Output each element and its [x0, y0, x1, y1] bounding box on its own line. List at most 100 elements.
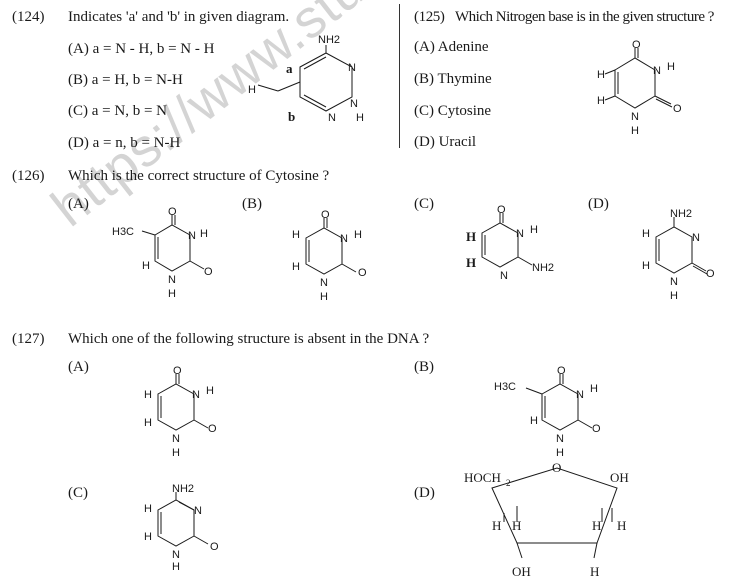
- q127-option-d: (D): [414, 485, 435, 501]
- q127a-n3: N: [192, 389, 200, 401]
- q126d-h5: H: [642, 228, 650, 240]
- q127b-h3: H: [590, 383, 598, 395]
- question-127-number: (127): [12, 331, 45, 347]
- q127d-ring-o: O: [552, 460, 561, 475]
- q127-option-b: (B): [414, 359, 434, 375]
- q127a-h3: H: [206, 385, 214, 397]
- q127c-h5: H: [144, 503, 152, 515]
- q126-option-c: (C): [414, 196, 434, 212]
- q127-a-structure: O N H O N H H H: [144, 365, 217, 459]
- q126a-o-right: O: [204, 266, 213, 278]
- q127-b-structure: O H3C N H O N H H: [494, 365, 601, 459]
- q127b-h1: H: [556, 447, 564, 459]
- q126c-h5: H: [466, 229, 476, 244]
- q127a-n1: N: [172, 433, 180, 445]
- q124-option-b: (B) a = H, b = N-H: [68, 72, 183, 88]
- q126-option-b: (B): [242, 196, 262, 212]
- question-124-number: (124): [12, 9, 45, 25]
- q124-label-a: a: [286, 61, 293, 76]
- q124-n1: N: [348, 62, 356, 74]
- question-126-number: (126): [12, 168, 45, 184]
- q127-d-sugar-structure: HOCH 2 O OH H H H H OH H: [464, 460, 629, 579]
- q125-n3: N: [653, 65, 661, 77]
- q125-option-b: (B) Thymine: [414, 71, 492, 87]
- q127b-o-right: O: [592, 423, 601, 435]
- q127b-o-top: O: [557, 365, 566, 377]
- q127-option-c: (C): [68, 485, 88, 501]
- q126b-h1: H: [320, 291, 328, 303]
- q126b-n3: N: [340, 233, 348, 245]
- q127d-h1: H: [492, 518, 501, 533]
- q125-n1: N: [631, 111, 639, 123]
- q124-option-d: (D) a = n, b = N-H: [68, 135, 181, 151]
- q127b-n1: N: [556, 433, 564, 445]
- q127c-n3: N: [194, 505, 202, 517]
- q127d-oh-right: OH: [610, 470, 629, 485]
- q125-h6: H: [597, 95, 605, 107]
- q127d-h3: H: [592, 518, 601, 533]
- q126c-n1: N: [500, 270, 508, 282]
- q124-option-c: (C) a = N, b = N: [68, 103, 167, 119]
- q126a-h1: H: [168, 288, 176, 300]
- q126-b-structure: O N H O N H H H: [292, 209, 367, 303]
- q125-option-a: (A) Adenine: [414, 39, 489, 55]
- question-125-text: Which Nitrogen base is in the given stru…: [455, 9, 714, 25]
- q127d-h5: H: [590, 564, 599, 579]
- q124-n3: N: [328, 112, 336, 124]
- q126b-h5: H: [292, 229, 300, 241]
- q125-option-d: (D) Uracil: [414, 134, 477, 150]
- q127b-h6: H: [530, 415, 538, 427]
- q126d-nh2: NH2: [670, 208, 692, 220]
- q125-o-top: O: [632, 39, 641, 51]
- q127d-h2: H: [512, 518, 521, 533]
- column-divider: [399, 4, 400, 148]
- q127a-o-right: O: [208, 423, 217, 435]
- q127b-h3c: H3C: [494, 381, 516, 393]
- q126-a-structure: O H3C N H O N H H: [112, 206, 213, 300]
- q126c-o-top: O: [497, 204, 506, 216]
- q126a-h3c: H3C: [112, 226, 134, 238]
- q126a-n3: N: [188, 230, 196, 242]
- q126b-h6: H: [292, 261, 300, 273]
- q127a-h6: H: [144, 417, 152, 429]
- q127-option-a: (A): [68, 359, 89, 375]
- q126-d-structure: NH2 N O N H H H: [642, 208, 715, 302]
- q125-option-c: (C) Cytosine: [414, 103, 492, 119]
- q126a-h6: H: [142, 260, 150, 272]
- q127c-n1: N: [172, 549, 180, 561]
- q127c-h6: H: [144, 531, 152, 543]
- q126-option-d: (D): [588, 196, 609, 212]
- q127d-h4: H: [617, 518, 626, 533]
- q126d-o: O: [706, 268, 715, 280]
- q124-h: H: [356, 112, 364, 124]
- q127d-hoch2: HOCH: [464, 470, 501, 485]
- q127c-o: O: [210, 541, 219, 553]
- q127c-h1: H: [172, 561, 180, 573]
- q126a-h3: H: [200, 228, 208, 240]
- q127b-n3: N: [576, 389, 584, 401]
- q126d-h6: H: [642, 260, 650, 272]
- q125-o-right: O: [673, 103, 682, 115]
- q124-h-left: H: [248, 84, 256, 96]
- q126c-nh2: NH2: [532, 262, 554, 274]
- q127a-o-top: O: [173, 365, 182, 377]
- q126c-h3: H: [530, 224, 538, 236]
- q126-c-structure: O N H NH2 N H H: [466, 204, 554, 282]
- q126a-o-top: O: [168, 206, 177, 218]
- q125-h5: H: [597, 69, 605, 81]
- q126a-n1: N: [168, 274, 176, 286]
- q126b-o-top: O: [321, 209, 330, 221]
- q124-n2: N: [350, 98, 358, 110]
- q126c-h6: H: [466, 255, 476, 270]
- q127d-oh-bottom: OH: [512, 564, 531, 579]
- q127d-sub2: 2: [506, 478, 511, 488]
- q124-option-a: (A) a = N - H, b = N - H: [68, 41, 215, 57]
- question-126-text: Which is the correct structure of Cytosi…: [68, 168, 330, 184]
- question-125-number: (125): [414, 9, 445, 25]
- q125-uracil-structure: O N H O N H H H: [597, 39, 682, 137]
- q124-structure: NH2 N N N H H a b: [248, 34, 364, 124]
- q127a-h1: H: [172, 447, 180, 459]
- q126d-n1: N: [670, 276, 678, 288]
- q124-label-b: b: [288, 109, 295, 124]
- q125-h3: H: [667, 61, 675, 73]
